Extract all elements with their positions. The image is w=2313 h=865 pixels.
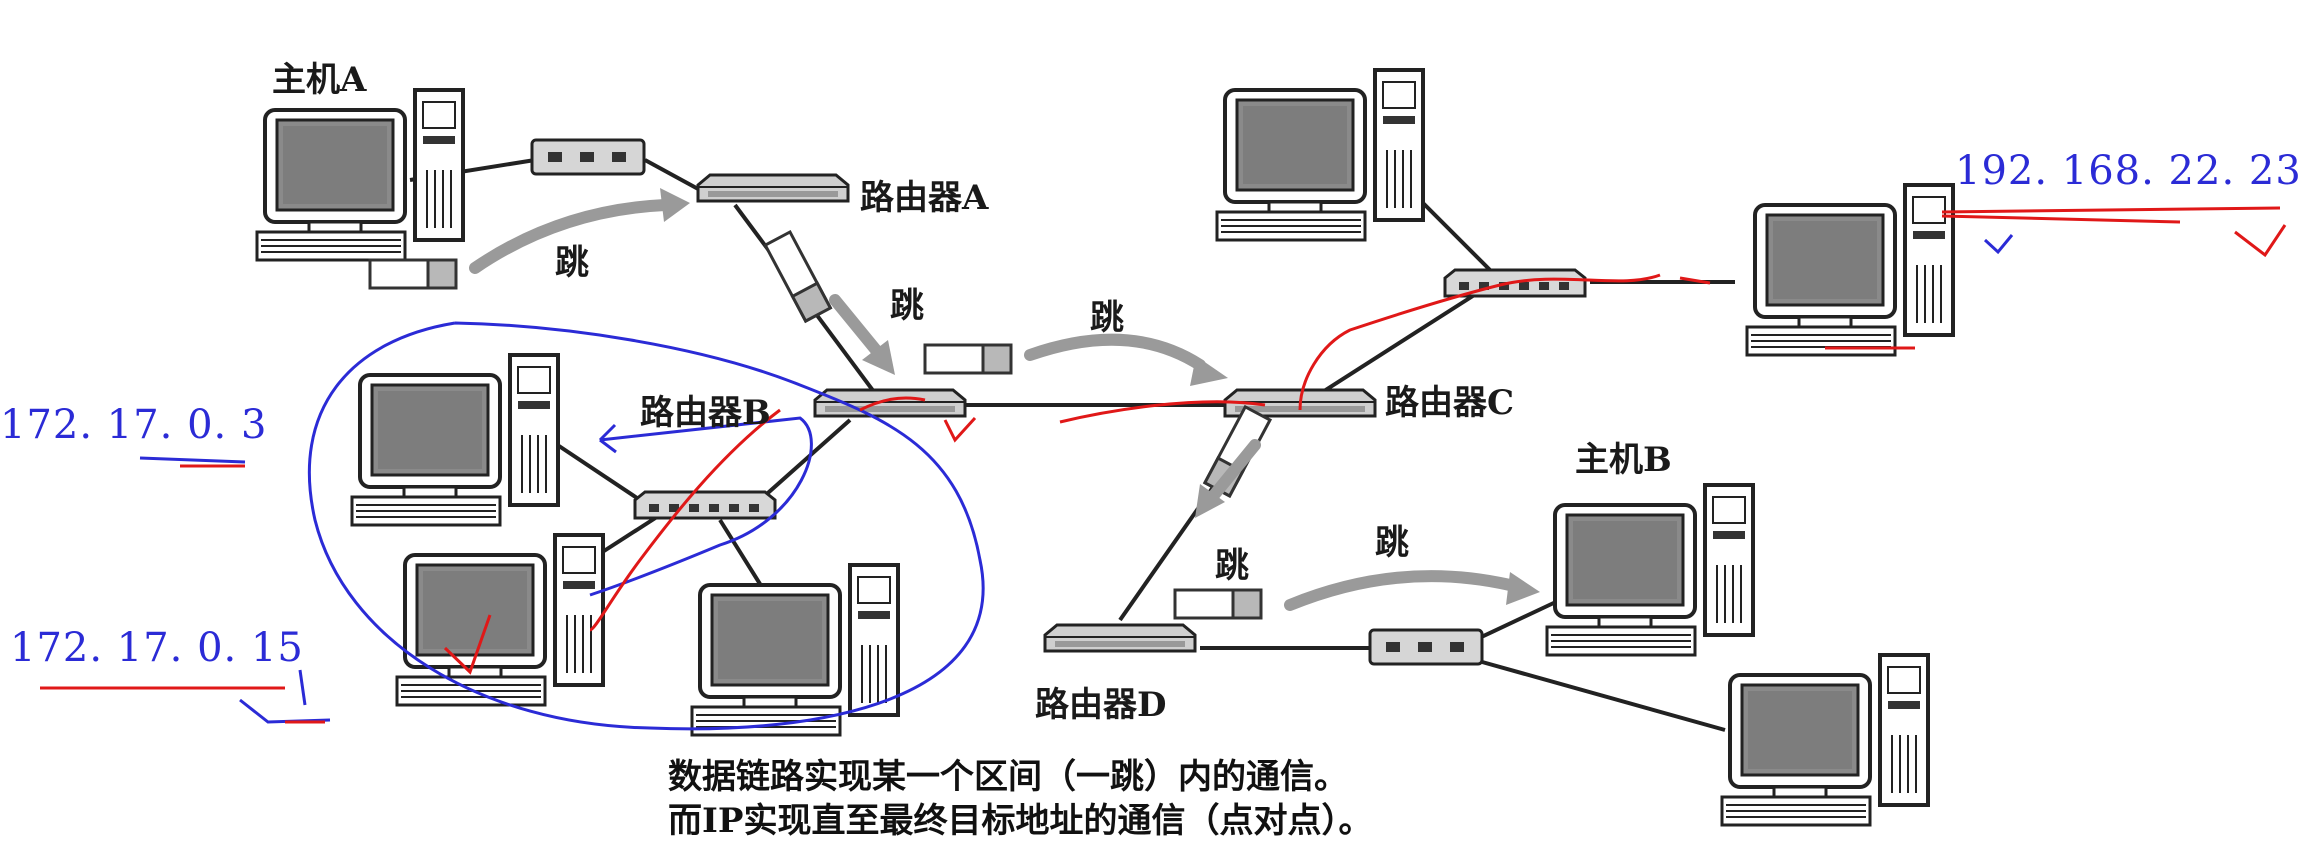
bottom-right-computer: [1720, 653, 1930, 827]
ip-annotation-destination: 192. 168. 22. 23: [1955, 148, 2302, 194]
hub-a: [530, 138, 646, 176]
diagram-caption: 数据链路实现某一个区间（一跳）内的通信。 而IP实现直至最终目标地址的通信（点对…: [668, 755, 1372, 843]
host-b-label: 主机B: [1575, 440, 1672, 480]
packet-4: [1203, 405, 1272, 498]
router-b: [813, 388, 967, 418]
packet-1: [368, 258, 458, 290]
packet-2: [763, 230, 832, 323]
caption-line-2: 而IP实现直至最终目标地址的通信（点对点）。: [668, 801, 1373, 841]
lan-b-computer-1: [350, 353, 560, 527]
caption-line-1: 数据链路实现某一个区间（一跳）内的通信。: [668, 757, 1348, 797]
hop-label-2: 跳: [890, 286, 924, 326]
hop-label-4: 跳: [1215, 546, 1249, 586]
blue-annotations: [139, 234, 2014, 731]
hop-arrows: [469, 199, 1516, 611]
packet-3: [923, 343, 1013, 375]
hop-label-3: 跳: [1090, 298, 1124, 338]
router-c-label: 路由器C: [1385, 383, 1515, 423]
router-b-label: 路由器B: [640, 393, 771, 433]
packet-5: [1173, 588, 1263, 620]
host-a-computer: [255, 88, 465, 262]
lan-b-computer-2: [395, 533, 605, 707]
router-d-label: 路由器D: [1035, 685, 1167, 725]
hop-arrowheads: [660, 188, 1540, 605]
top-right-computer-1: [1215, 68, 1425, 242]
switch-b: [633, 490, 777, 520]
router-d: [1043, 623, 1197, 653]
router-a-label: 路由器A: [860, 178, 989, 218]
host-a-label: 主机A: [272, 60, 367, 100]
hop-label-5: 跳: [1375, 523, 1409, 563]
hub-d: [1368, 628, 1484, 666]
host-b-computer: [1545, 483, 1755, 657]
ip-annotation-left-2: 172. 17. 0. 15: [10, 625, 304, 671]
lan-b-computer-3: [690, 563, 900, 737]
router-a: [696, 173, 850, 203]
destination-computer: [1745, 183, 1955, 357]
ip-annotation-left-1: 172. 17. 0. 3: [0, 402, 268, 448]
red-annotations: [40, 206, 2287, 724]
hop-label-1: 跳: [555, 243, 589, 283]
